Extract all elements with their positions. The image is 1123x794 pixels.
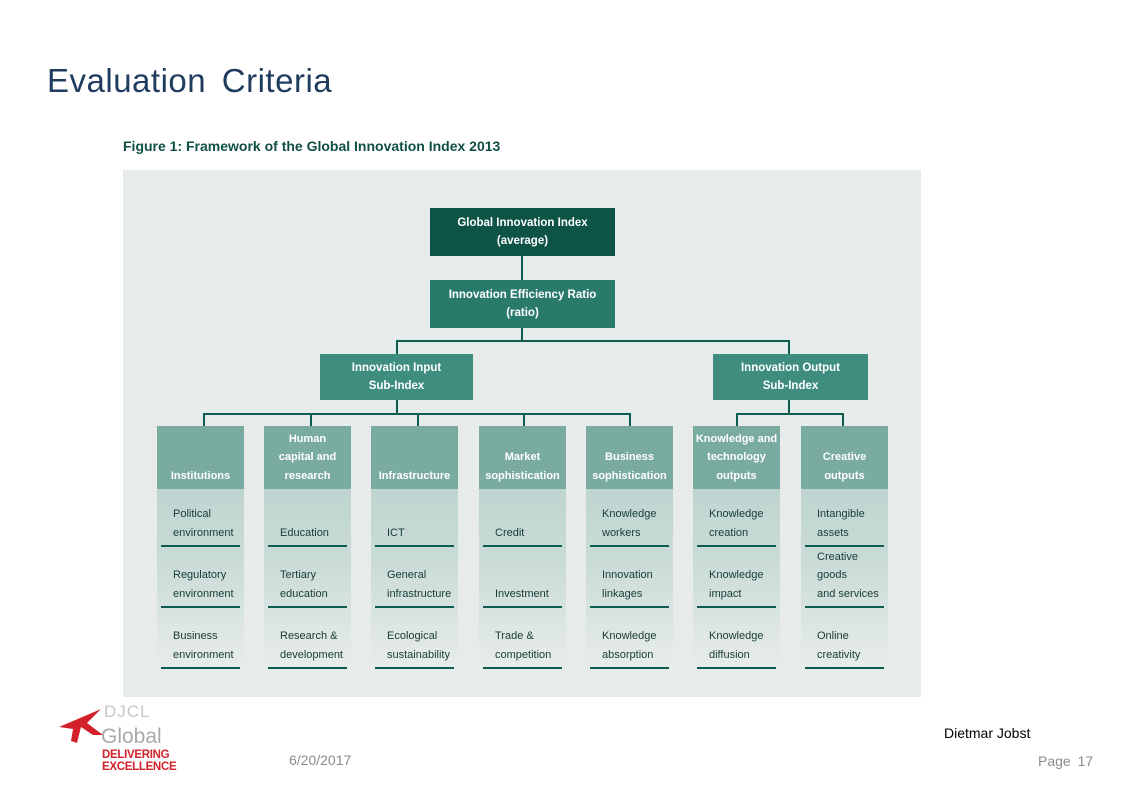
pillar-header: Knowledge and technology outputs [693, 426, 780, 489]
pillar-header: Human capital and research [264, 426, 351, 489]
pillar-header: Institutions [157, 426, 244, 489]
pillar-item: Knowledge impact [697, 556, 776, 608]
connector-to-output [788, 340, 790, 354]
pillar-item: Intangible assets [805, 495, 884, 547]
page-number: Page 17 [1038, 753, 1094, 769]
logo-tagline: DELIVERING EXCELLENCE [102, 749, 177, 773]
pillar-knowledge-technology-outputs: Knowledge and technology outputs Knowled… [693, 426, 780, 669]
pillar-item: Creative goods and services [805, 551, 884, 608]
connector-efficiency-bus [521, 328, 523, 341]
pillar-infrastructure: Infrastructure ICT General infrastructur… [371, 426, 458, 669]
pillar-item: General infrastructure [375, 556, 454, 608]
figure-caption: Figure 1: Framework of the Global Innova… [123, 138, 501, 154]
pillar-item: Innovation linkages [590, 556, 669, 608]
footer-author: Dietmar Jobst [944, 725, 1031, 741]
connector-to-input [396, 340, 398, 354]
logo-global-text: Global [101, 725, 162, 748]
connector-pillar-3 [417, 413, 419, 426]
connector-pillar-4 [523, 413, 525, 426]
connector-output-down [788, 400, 790, 414]
innovation-efficiency-ratio-box: Innovation Efficiency Ratio (ratio) [430, 280, 615, 328]
pillar-header: Creative outputs [801, 426, 888, 489]
connector-pillar-6 [736, 413, 738, 426]
global-innovation-index-box: Global Innovation Index (average) [430, 208, 615, 256]
pillar-item: Knowledge creation [697, 495, 776, 547]
pillar-item: ICT [375, 495, 454, 547]
connector-input-down [396, 400, 398, 414]
pillar-business-sophistication: Business sophistication Knowledge worker… [586, 426, 673, 669]
innovation-output-subindex-box: Innovation Output Sub-Index [713, 354, 868, 400]
pillar-item: Research & development [268, 617, 347, 669]
slide-title: Evaluation Criteria [47, 62, 333, 99]
pillar-item: Tertiary education [268, 556, 347, 608]
connector-root-efficiency [521, 256, 523, 280]
footer-date: 6/20/2017 [289, 752, 352, 768]
plane-icon [59, 709, 103, 743]
pillar-header: Infrastructure [371, 426, 458, 489]
pillar-item: Education [268, 495, 347, 547]
pillar-item: Regulatory environment [161, 556, 240, 608]
pillar-item: Knowledge workers [590, 495, 669, 547]
pillar-creative-outputs: Creative outputs Intangible assets Creat… [801, 426, 888, 669]
pillar-market-sophistication: Market sophistication Credit Investment … [479, 426, 566, 669]
pillar-item: Trade & competition [483, 617, 562, 669]
pillar-item: Ecological sustainability [375, 617, 454, 669]
pillar-item: Political environment [161, 495, 240, 547]
connector-pillar-2 [310, 413, 312, 426]
connector-output-bus [736, 413, 844, 415]
pillar-item: Business environment [161, 617, 240, 669]
connector-pillar-1 [203, 413, 205, 426]
pillar-item: Online creativity [805, 617, 884, 669]
pillar-item: Credit [483, 495, 562, 547]
pillar-item: Investment [483, 556, 562, 608]
pillar-institutions: Institutions Political environment Regul… [157, 426, 244, 669]
innovation-input-subindex-box: Innovation Input Sub-Index [320, 354, 473, 400]
connector-top-bus [396, 340, 790, 342]
logo-brand-text: DJCL [104, 702, 151, 721]
connector-pillar-7 [842, 413, 844, 426]
pillar-item: Knowledge diffusion [697, 617, 776, 669]
gii-framework-diagram: Global Innovation Index (average) Innova… [123, 170, 921, 697]
company-logo: DJCL Global DELIVERING EXCELLENCE [57, 702, 237, 773]
connector-pillar-5 [629, 413, 631, 426]
pillar-item: Knowledge absorption [590, 617, 669, 669]
pillar-human-capital: Human capital and research Education Ter… [264, 426, 351, 669]
pillar-header: Market sophistication [479, 426, 566, 489]
pillar-header: Business sophistication [586, 426, 673, 489]
